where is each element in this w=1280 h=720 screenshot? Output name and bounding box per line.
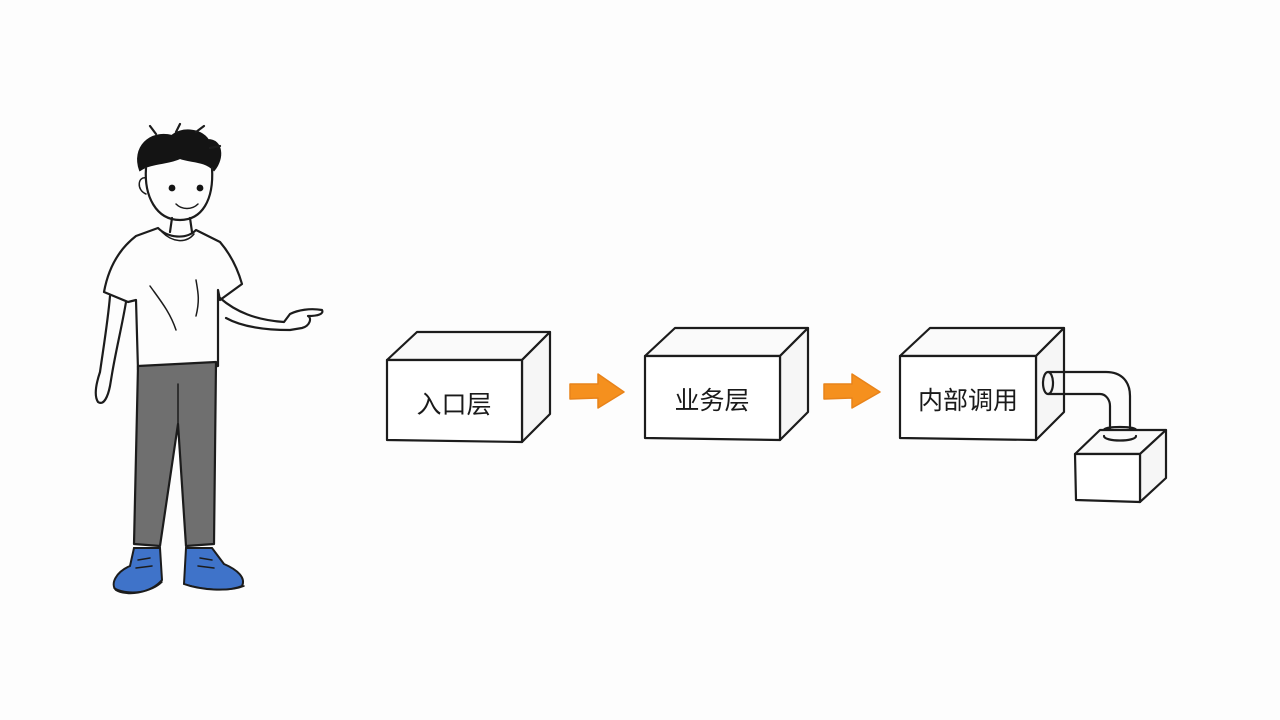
node-entry-layer: 入口层 (385, 330, 552, 444)
person-left-arm (94, 294, 128, 404)
arrow-entry-to-business (569, 373, 625, 409)
node-internal-label: 内部调用 (918, 386, 1018, 415)
node-business-layer: 业务层 (643, 326, 810, 442)
person-left-shoe (112, 547, 164, 595)
person-pants (132, 360, 218, 548)
person-hair (137, 129, 222, 172)
node-business-label: 业务层 (674, 386, 749, 415)
person-right-arm (218, 296, 324, 332)
arrow-business-to-internal (823, 373, 881, 409)
node-entry-label: 入口层 (416, 390, 491, 419)
person-head (144, 166, 214, 222)
person-right-shoe (182, 547, 244, 591)
person-figure (94, 122, 324, 595)
person-tshirt (102, 226, 244, 372)
person-eye-left (168, 184, 176, 192)
node-internal-call: 内部调用 (898, 326, 1066, 442)
node-sub-box (1073, 428, 1168, 504)
person-eye-right (196, 184, 204, 192)
